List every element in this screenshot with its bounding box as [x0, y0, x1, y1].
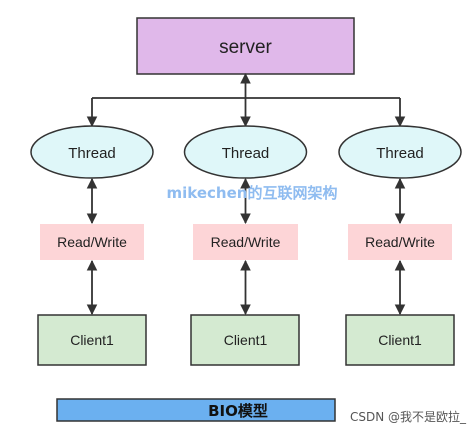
client-box-3 [345, 314, 455, 366]
client-label-1: Client1 [70, 332, 114, 348]
read-write-label-3: Read/Write [365, 234, 435, 250]
csdn-credit: CSDN @我不是欧拉_ [350, 409, 467, 424]
client-box-2 [190, 314, 300, 366]
read-write-label-1: Read/Write [57, 234, 127, 250]
read-write-box-3 [348, 224, 452, 260]
watermark-text: mikechen的互联网架构 [167, 184, 338, 202]
thread-label-2: Thread [222, 145, 270, 162]
server-box [136, 17, 355, 75]
legend-bar [56, 398, 336, 422]
legend-label: BIO模型 [208, 402, 268, 420]
read-write-box-1 [40, 224, 144, 260]
thread-label-3: Thread [376, 145, 424, 162]
client-box-1 [37, 314, 147, 366]
thread-label-1: Thread [68, 145, 116, 162]
read-write-label-2: Read/Write [211, 234, 281, 250]
read-write-box-2 [193, 224, 298, 260]
client-label-3: Client1 [378, 332, 422, 348]
server-label: server [219, 37, 272, 58]
client-label-2: Client1 [224, 332, 268, 348]
